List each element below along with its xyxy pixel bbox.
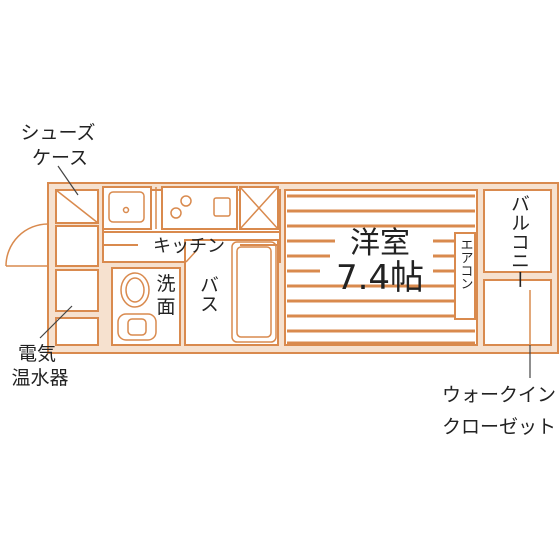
water-heater-label-2: 温水器 (11, 367, 68, 389)
walkin-closet-label-2: クローゼット (442, 416, 556, 438)
aircon-label: エアコン (458, 238, 473, 290)
shoe-case-label-2: ケース (32, 147, 88, 169)
shoe-case (55, 189, 99, 224)
shoe-case-label-1: シューズ (20, 122, 95, 144)
balcony-label: バルコニー (508, 194, 530, 289)
room-size-label: 7.4帖 (336, 258, 424, 298)
washroom-label-2: 面 (156, 296, 175, 318)
walkin-closet-label-1: ウォークイン (442, 384, 556, 406)
toilet (117, 272, 157, 341)
room-name-label: 洋室 (350, 226, 410, 261)
bath-door-hint (185, 249, 198, 263)
kitchen-lines (103, 231, 280, 246)
kitchen-label: キッチン (153, 236, 225, 257)
leader-lines (39, 165, 531, 378)
aircon-unit (454, 232, 476, 320)
washroom-label-1: 洗 (156, 273, 175, 295)
kitchen-counter (102, 186, 279, 230)
bath-label: バス (197, 275, 219, 313)
bathtub (231, 241, 277, 343)
entrance-door (5, 223, 49, 267)
water-heater-label-1: 電気 (18, 343, 56, 365)
